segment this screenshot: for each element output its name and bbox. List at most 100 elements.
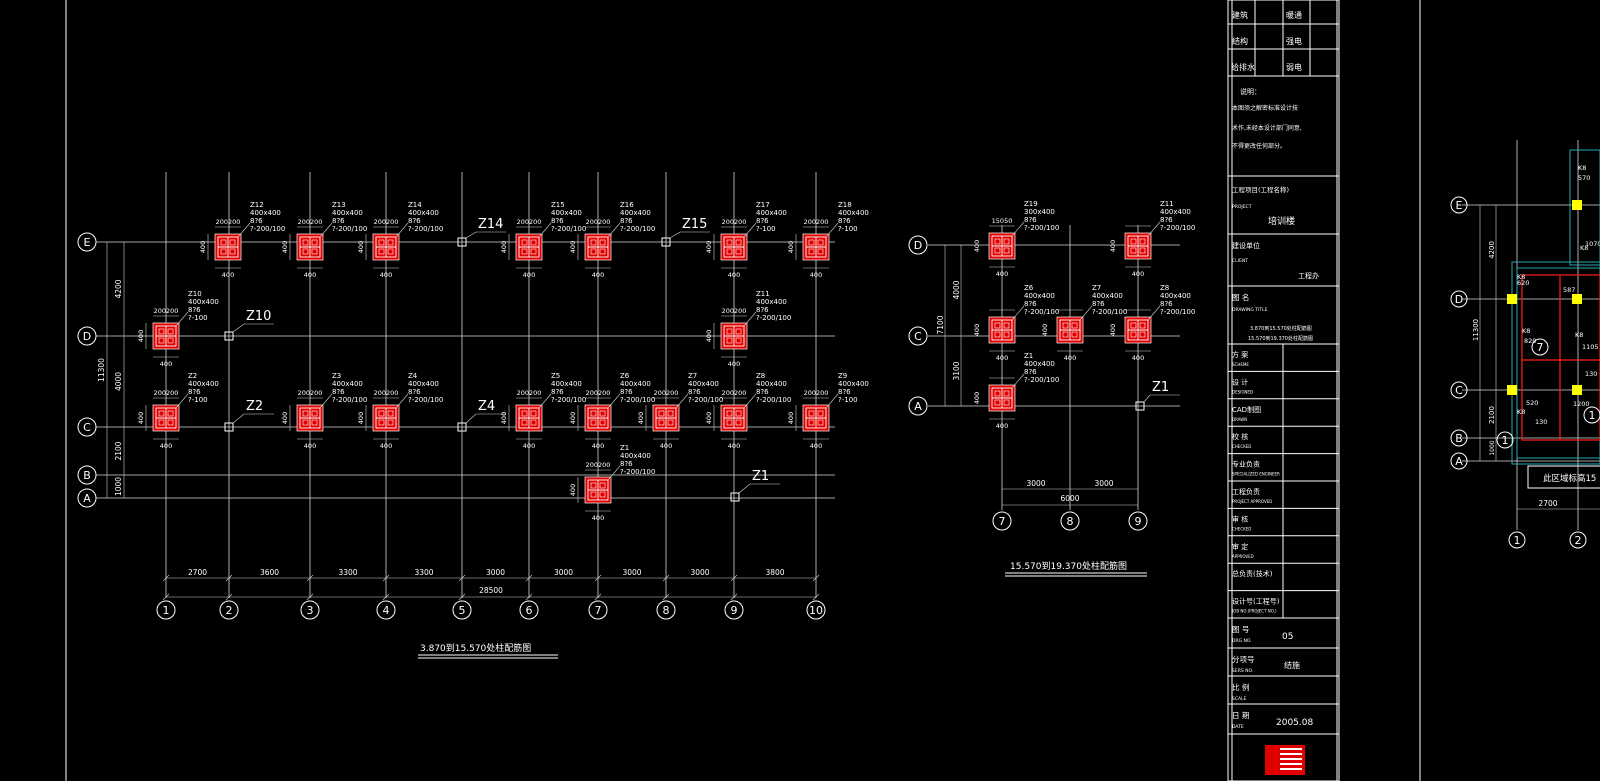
tb-row-label-2: 设 计 [1232, 377, 1248, 386]
marker-square [224, 331, 234, 341]
col-dim-200: 200200 [804, 389, 829, 397]
column-section [584, 404, 612, 432]
col-dim-200: 200200 [722, 389, 747, 397]
column-leader [607, 393, 621, 409]
r-column-bars: 8?6 [1024, 216, 1037, 224]
column-id: Z16 [620, 201, 634, 209]
date-en: DATE [1232, 724, 1244, 730]
r-column-bars: 8?6 [1092, 300, 1105, 308]
column-section [152, 322, 180, 350]
next-beam-label: K8 [1517, 408, 1525, 416]
col-dim-400: 400 [523, 442, 535, 450]
dim-tick [812, 574, 820, 582]
row-dim-1: 4000 [114, 372, 123, 391]
r-row-bubble-C-circle [908, 326, 928, 346]
column-leader [319, 222, 333, 238]
col-dim-400: 400 [592, 442, 604, 450]
column-section [720, 233, 748, 261]
marker-square [661, 237, 671, 247]
r-col-bubble-0-circle [992, 511, 1012, 531]
next-row-bubble-E-circle [1450, 196, 1468, 214]
col-dim-400: 400 [523, 271, 535, 279]
dim-tick [225, 574, 233, 582]
col-bubble-4-circle [376, 600, 396, 620]
column-section [372, 233, 400, 261]
col-dim-400-side: 400 [569, 412, 577, 424]
r-column-size: 400x400 [1024, 292, 1055, 300]
right-plan-columns: 400400Z19300x4008?6?-200/100400400Z11400… [973, 200, 1195, 430]
next-beam-label: 1200 [1573, 400, 1590, 408]
r-column-bars: 8?6 [1160, 300, 1173, 308]
r-column-section [988, 384, 1016, 412]
series-value: 结施 [1284, 660, 1300, 670]
dim-tick [730, 593, 738, 601]
dim-tick [662, 593, 670, 601]
col-dim-200: 200200 [517, 389, 542, 397]
next-row-bubble-B-circle [1450, 429, 1468, 447]
col-bubble-9-label: 9 [731, 604, 738, 617]
col-bubble-6-circle [519, 600, 539, 620]
column-bars: 8?6 [838, 388, 851, 396]
marker-square [457, 237, 467, 247]
discipline-hvac: 暖通 [1286, 10, 1302, 20]
col-dim-200: 200200 [216, 218, 241, 226]
r-column-section [1124, 232, 1152, 260]
r-marker-label: Z1 [1152, 380, 1169, 395]
column-leader [743, 222, 757, 238]
next-beam-label: K8 [1517, 273, 1525, 281]
column-leader [538, 393, 552, 409]
column-bars: 8?6 [250, 217, 263, 225]
col-bubble-10-circle [806, 600, 826, 620]
col-dim-200: 200200 [586, 461, 611, 469]
column-size: 400x400 [688, 380, 719, 388]
next-column-highlight [1572, 385, 1582, 395]
drawing-title-2: 15.570到19.370处柱配筋图 [1248, 335, 1313, 342]
col-dim-400: 400 [592, 271, 604, 279]
column-bars: 8?6 [408, 388, 421, 396]
scale-en: SCALE [1232, 696, 1247, 702]
col-dim-4: 3000 [486, 568, 505, 577]
next-note-text: 此区域标高15 [1543, 473, 1596, 484]
column-size: 400x400 [188, 298, 219, 306]
col-dim-400: 400 [728, 271, 740, 279]
column-stirrup: ?-200/100 [408, 225, 443, 233]
column-stirrup: ?-200/100 [620, 468, 655, 476]
r-col-bubble-2-circle [1128, 511, 1148, 531]
next-beam-outline [1521, 274, 1600, 441]
column-stirrup: ?-200/100 [620, 225, 655, 233]
next-note-box [1527, 465, 1600, 489]
r-column-stirrup: ?-200/100 [1024, 224, 1059, 232]
col-dim-400: 400 [728, 442, 740, 450]
column-bars: 8?6 [408, 217, 421, 225]
col-dim-6: 3000 [622, 568, 641, 577]
column-size: 400x400 [620, 452, 651, 460]
column-bars: 8?6 [756, 388, 769, 396]
right-plan-title: 15.570到19.370处柱配筋图 [1010, 560, 1127, 572]
tb-row-en-10: JOB NO.(PROJECT NO.) [1231, 609, 1277, 614]
r-total-width: 6000 [1060, 494, 1079, 503]
col-dim-400: 400 [160, 360, 172, 368]
column-stirrup: ?-200/100 [250, 225, 285, 233]
tb-row-label-4: 校 核 [1232, 432, 1248, 441]
column-size: 400x400 [188, 380, 219, 388]
col-bubble-4-label: 4 [383, 604, 390, 617]
r-col-dim-400: 400 [1132, 270, 1144, 278]
row-bubble-D-circle [77, 326, 97, 346]
column-leader [825, 393, 839, 409]
r-column-id: Z11 [1160, 200, 1174, 208]
column-bars: 8?6 [188, 306, 201, 314]
column-bars: 8?6 [688, 388, 701, 396]
column-id: Z15 [551, 201, 565, 209]
series-label: 分项号 [1232, 655, 1255, 664]
next-dim-2100: 2100 [1488, 406, 1496, 424]
row-bubble-C-label: C [83, 421, 91, 434]
